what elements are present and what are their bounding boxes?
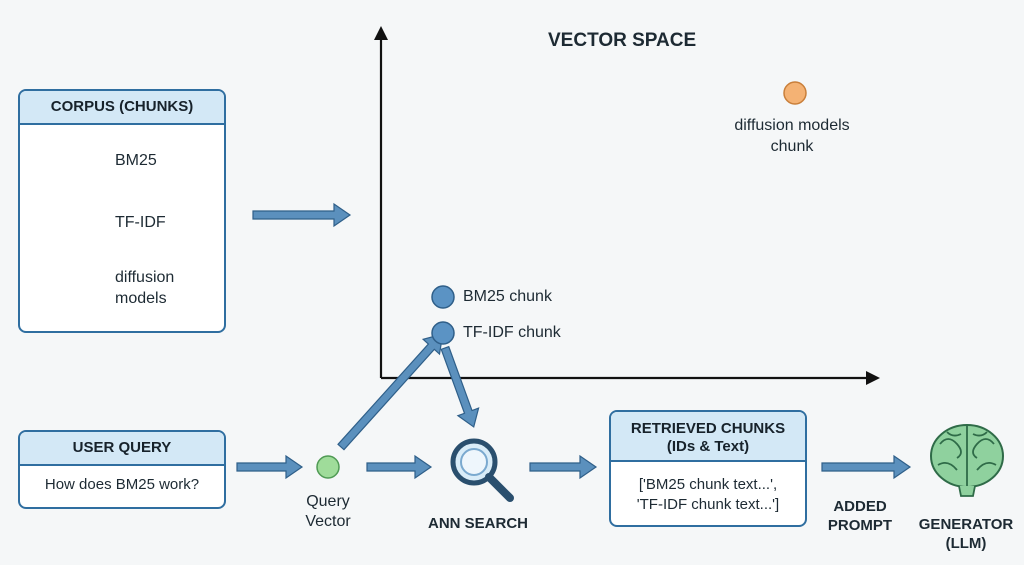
arrow-vector-to-points <box>337 333 444 451</box>
corpus-item-diffusion-line2: models <box>115 290 167 307</box>
retrieved-chunks-text: ['BM25 chunk text...', 'TF-IDF chunk tex… <box>611 462 805 515</box>
diffusion-chunk-label: diffusion models chunk <box>712 115 872 157</box>
generator-label-line1: GENERATOR <box>918 516 1014 533</box>
corpus-item-tfidf: TF-IDF <box>115 214 166 231</box>
arrow-ann-to-retrieved <box>529 454 598 480</box>
vector-space-axes <box>374 26 880 385</box>
corpus-item-diffusion-line1: diffusion <box>115 269 175 286</box>
brain-icon <box>930 424 1004 497</box>
flow-arrows <box>236 202 912 480</box>
bm25-point-label: BM25 chunk <box>463 288 552 305</box>
ann-search-label: ANN SEARCH <box>427 515 528 532</box>
arrow-vector-to-ann <box>366 454 433 480</box>
arrow-query-to-vector <box>236 454 304 480</box>
query-vector-label-line1: Query <box>306 493 350 510</box>
diffusion-chunk-label-line2: chunk <box>770 138 814 155</box>
point-diffusion <box>783 81 807 105</box>
user-query-panel: USER QUERY How does BM25 work? <box>18 430 226 509</box>
retrieved-chunks-text-line1: ['BM25 chunk text...', <box>638 476 778 493</box>
corpus-item-diffusion: diffusion models <box>115 267 174 309</box>
retrieved-chunks-title-line2: (IDs & Text) <box>666 438 750 455</box>
x-axis-arrowhead <box>866 371 880 385</box>
point-bm25 <box>431 285 455 309</box>
retrieved-chunks-title-line1: RETRIEVED CHUNKS <box>630 420 786 437</box>
added-prompt-label-line2: PROMPT <box>827 517 893 534</box>
retrieved-chunks-text-line2: 'TF-IDF chunk text...'] <box>636 496 780 513</box>
retrieved-chunks-title: RETRIEVED CHUNKS (IDs & Text) <box>611 412 805 462</box>
generator-label-line2: (LLM) <box>945 535 987 552</box>
query-vector-point <box>316 455 340 479</box>
diffusion-chunk-label-line1: diffusion models <box>734 117 850 134</box>
retrieved-chunks-panel: RETRIEVED CHUNKS (IDs & Text) ['BM25 chu… <box>609 410 807 527</box>
point-tfidf <box>431 321 455 345</box>
arrow-points-to-ann <box>440 345 480 428</box>
tfidf-point-label: TF-IDF chunk <box>463 324 561 341</box>
query-vector-label: Query Vector <box>288 492 368 532</box>
corpus-panel: CORPUS (CHUNKS) <box>18 89 226 333</box>
query-vector-label-line2: Vector <box>305 513 351 530</box>
corpus-item-bm25: BM25 <box>115 152 157 169</box>
user-query-title: USER QUERY <box>20 432 224 466</box>
magnifier-icon <box>450 438 514 502</box>
added-prompt-label-line1: ADDED <box>833 498 887 515</box>
generator-label: GENERATOR (LLM) <box>912 515 1020 553</box>
y-axis-arrowhead <box>374 26 388 40</box>
arrow-retrieved-to-generator <box>821 454 912 480</box>
arrow-corpus-to-space <box>252 202 352 228</box>
vector-space-title: VECTOR SPACE <box>548 30 697 51</box>
user-query-text: How does BM25 work? <box>44 476 200 493</box>
corpus-panel-title: CORPUS (CHUNKS) <box>20 91 224 125</box>
added-prompt-label: ADDED PROMPT <box>815 497 905 535</box>
